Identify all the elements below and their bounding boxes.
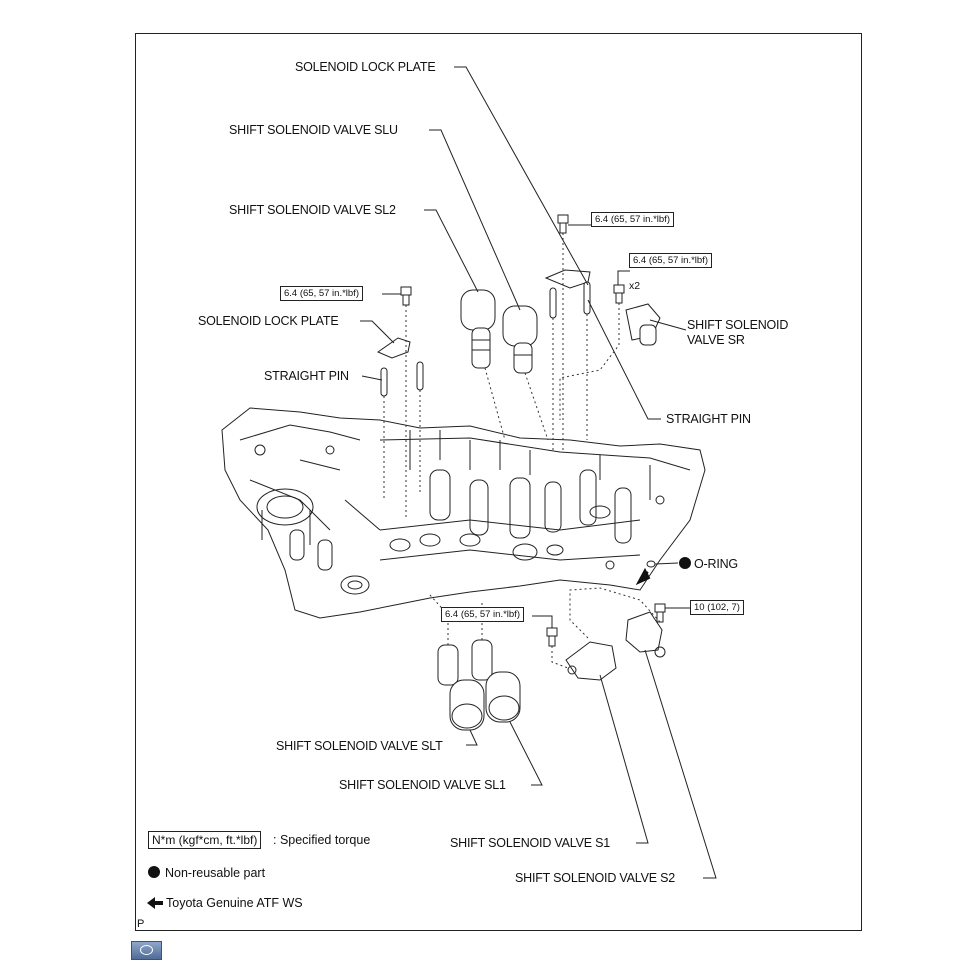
bolt-bottom (546, 627, 558, 647)
bolt-left (400, 286, 412, 306)
toyota-logo-icon (131, 941, 162, 960)
torque-top: 6.4 (65, 57 in.*lbf) (591, 212, 674, 227)
label-straight-pin-right: STRAIGHT PIN (666, 412, 751, 426)
solenoid-slt (437, 644, 485, 731)
arrow-icon (635, 567, 651, 586)
solenoid-s1 (565, 641, 617, 681)
label-sl2: SHIFT SOLENOID VALVE SL2 (229, 203, 396, 217)
torque-bottom: 6.4 (65, 57 in.*lbf) (441, 607, 524, 622)
straight-pin-left-b (416, 361, 424, 391)
label-lock-plate-top: SOLENOID LOCK PLATE (295, 60, 436, 74)
torque-right: 6.4 (65, 57 in.*lbf) (629, 253, 712, 268)
filled-circle-icon (679, 557, 691, 569)
label-slu: SHIFT SOLENOID VALVE SLU (229, 123, 398, 137)
label-sl1: SHIFT SOLENOID VALVE SL1 (339, 778, 506, 792)
solenoid-s2 (625, 611, 666, 658)
legend-torque-desc: : Specified torque (273, 833, 371, 847)
label-sr-line2: VALVE SR (687, 333, 745, 347)
label-sr-line1: SHIFT SOLENOID (687, 318, 789, 332)
solenoid-sl1 (471, 639, 521, 723)
label-straight-pin-left: STRAIGHT PIN (264, 369, 349, 383)
straight-pin-left-a (380, 367, 388, 397)
corner-mark: P (137, 918, 145, 930)
legend-torque-unit: N*m (kgf*cm, ft.*lbf) (148, 831, 262, 849)
label-s2: SHIFT SOLENOID VALVE S2 (515, 871, 676, 885)
torque-s2: 10 (102, 7) (690, 600, 744, 615)
diagram-frame (135, 33, 862, 931)
torque-left: 6.4 (65, 57 in.*lbf) (280, 286, 363, 301)
legend-atf: Toyota Genuine ATF WS (166, 896, 303, 910)
solenoid-sr (625, 303, 661, 346)
label-slt: SHIFT SOLENOID VALVE SLT (276, 739, 443, 753)
solenoid-slu (502, 305, 538, 374)
legend-non-reusable: Non-reusable part (165, 866, 266, 880)
label-x2: x2 (629, 280, 641, 292)
label-o-ring: O-RING (694, 557, 738, 571)
label-lock-plate-left: SOLENOID LOCK PLATE (198, 314, 339, 328)
bolt-s2 (654, 603, 666, 623)
filled-circle-icon (148, 866, 160, 878)
valve-body (221, 407, 706, 619)
bolt-top (557, 214, 569, 234)
lock-plate-left (376, 337, 411, 359)
label-s1: SHIFT SOLENOID VALVE S1 (450, 836, 611, 850)
solenoid-sl2 (460, 289, 496, 369)
bolt-sr (613, 284, 625, 304)
lock-plate-top (544, 269, 591, 289)
arrow-left-icon (147, 897, 163, 909)
